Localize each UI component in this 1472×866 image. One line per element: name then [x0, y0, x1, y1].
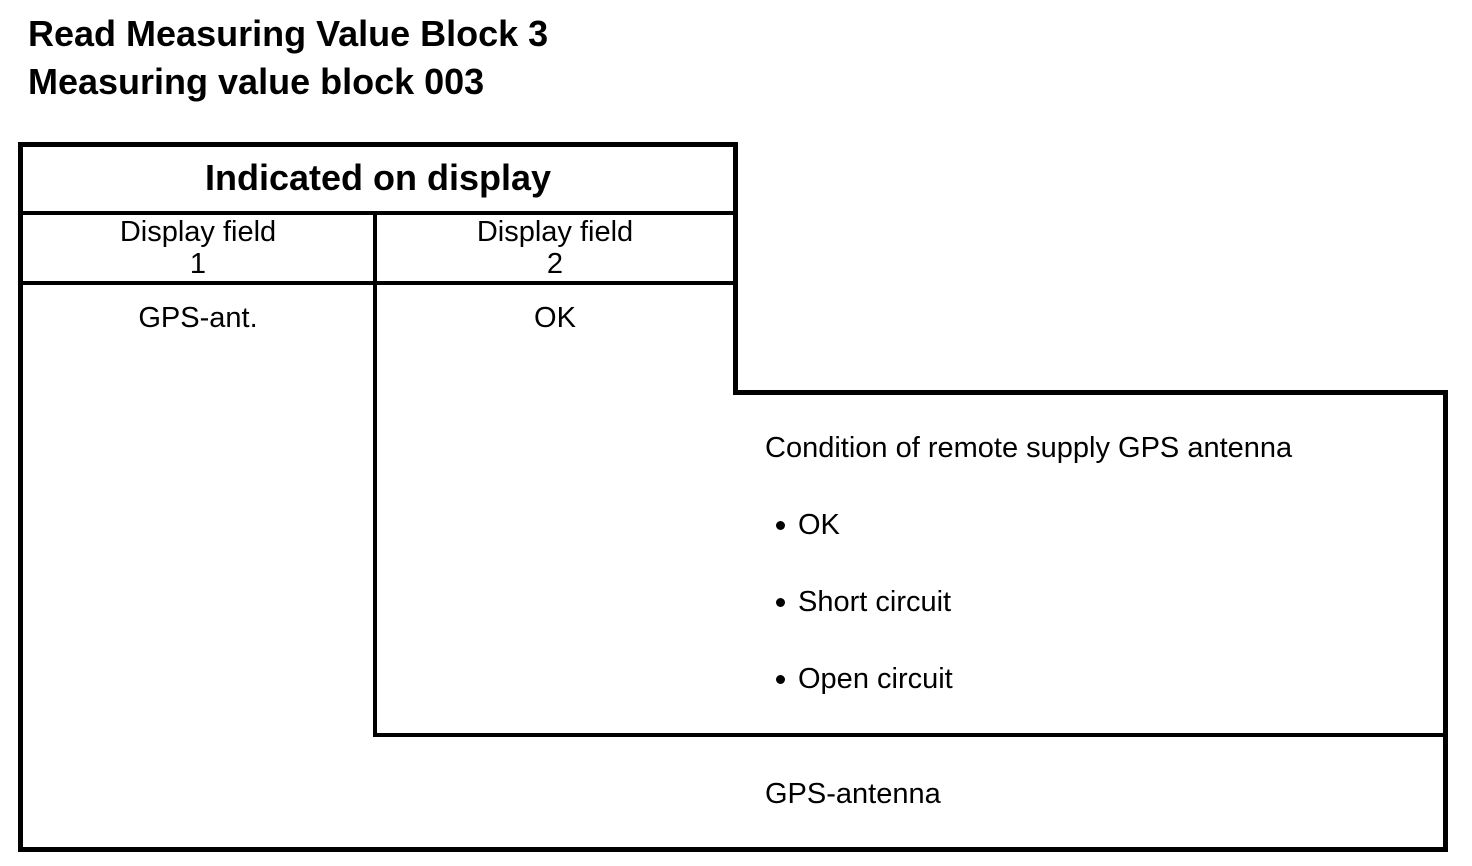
table-left-border [18, 142, 23, 852]
table-top-border [18, 142, 738, 147]
diagram-right-border [1443, 390, 1448, 852]
display-field-2-header: Display field 2 [377, 216, 733, 280]
field2-bullet-label: Short circuit [798, 586, 952, 618]
display-field-1-value: GPS-ant. [138, 301, 258, 334]
field2-region-bottom-line [373, 733, 1448, 737]
table-right-border [733, 142, 738, 394]
page-title: Read Measuring Value Block 3 Measuring v… [28, 10, 548, 106]
step-top-border [733, 390, 1448, 395]
field2-bullet-item: Open circuit [776, 661, 953, 697]
diagram-bottom-border [18, 847, 1448, 852]
column-divider-line [373, 211, 377, 737]
display-field-2-header-number: 2 [546, 248, 564, 280]
display-field-2-value: OK [534, 301, 576, 334]
display-field-1-header: Display field 1 [23, 216, 373, 280]
page-title-line-2: Measuring value block 003 [28, 61, 485, 102]
bullet-dot-icon [776, 597, 785, 607]
field2-bullet-item: Short circuit [776, 584, 951, 620]
field1-annotation-label: GPS-antenna [765, 778, 941, 810]
display-field-1-header-number: 1 [189, 248, 207, 280]
bullet-dot-icon [776, 520, 785, 530]
display-field-1-header-label: Display field [119, 216, 277, 248]
field2-bullet-item: OK [776, 507, 840, 543]
subheader-divider-line [18, 281, 738, 285]
page-title-line-1: Read Measuring Value Block 3 [28, 13, 549, 54]
field2-bullet-label: OK [798, 509, 840, 541]
field2-bullet-label: Open circuit [798, 663, 953, 695]
display-field-2-header-label: Display field [476, 216, 634, 248]
field2-annotation-heading: Condition of remote supply GPS antenna [765, 432, 1293, 464]
bullet-dot-icon [776, 674, 785, 684]
header-divider-line [18, 211, 738, 215]
indicated-on-display-header: Indicated on display [204, 157, 552, 198]
